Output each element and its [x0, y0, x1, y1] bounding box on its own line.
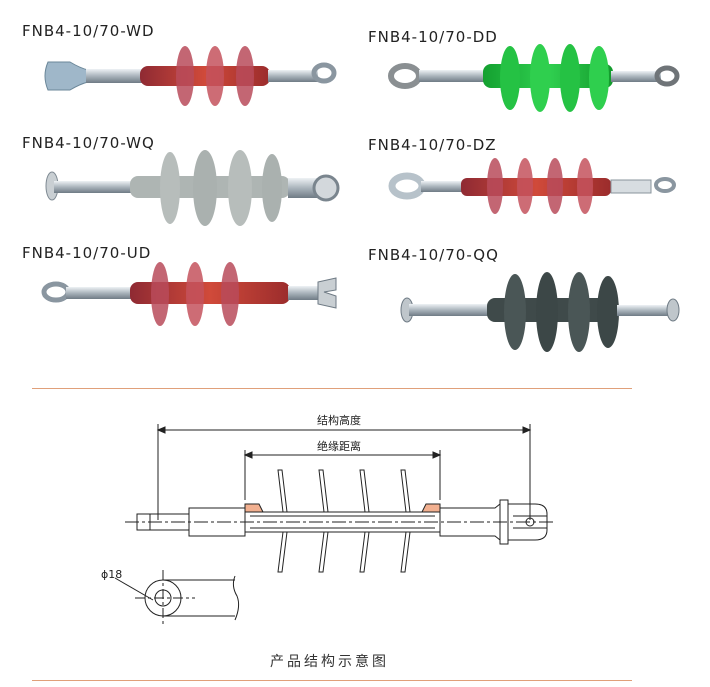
insulator-image-wd: [44, 46, 337, 106]
insulator-image-dz: [388, 158, 676, 214]
product-label-wq: FNB4-10/70-WQ: [22, 134, 155, 152]
insulation-distance-label: 绝缘距离: [317, 439, 361, 453]
hole-diameter-label: ϕ18: [101, 568, 122, 581]
section-divider-bottom: [32, 680, 632, 681]
insulator-image-qq: [400, 272, 680, 352]
section-divider-top: [32, 388, 632, 389]
insulator-image-wq: [45, 150, 340, 226]
product-label-dz: FNB4-10/70-DZ: [368, 136, 497, 154]
product-label-qq: FNB4-10/70-QQ: [368, 246, 499, 264]
insulator-image-ud: [41, 262, 337, 326]
product-label-ud: FNB4-10/70-UD: [22, 244, 152, 262]
product-label-wd: FNB4-10/70-WD: [22, 22, 155, 40]
product-label-dd: FNB4-10/70-DD: [368, 28, 498, 46]
diagram-caption: 产品结构示意图: [270, 654, 389, 670]
structure-diagram: 结构高度 绝缘距离 ϕ18: [101, 413, 555, 626]
insulator-image-dd: [388, 44, 680, 112]
structure-height-label: 结构高度: [317, 413, 361, 427]
